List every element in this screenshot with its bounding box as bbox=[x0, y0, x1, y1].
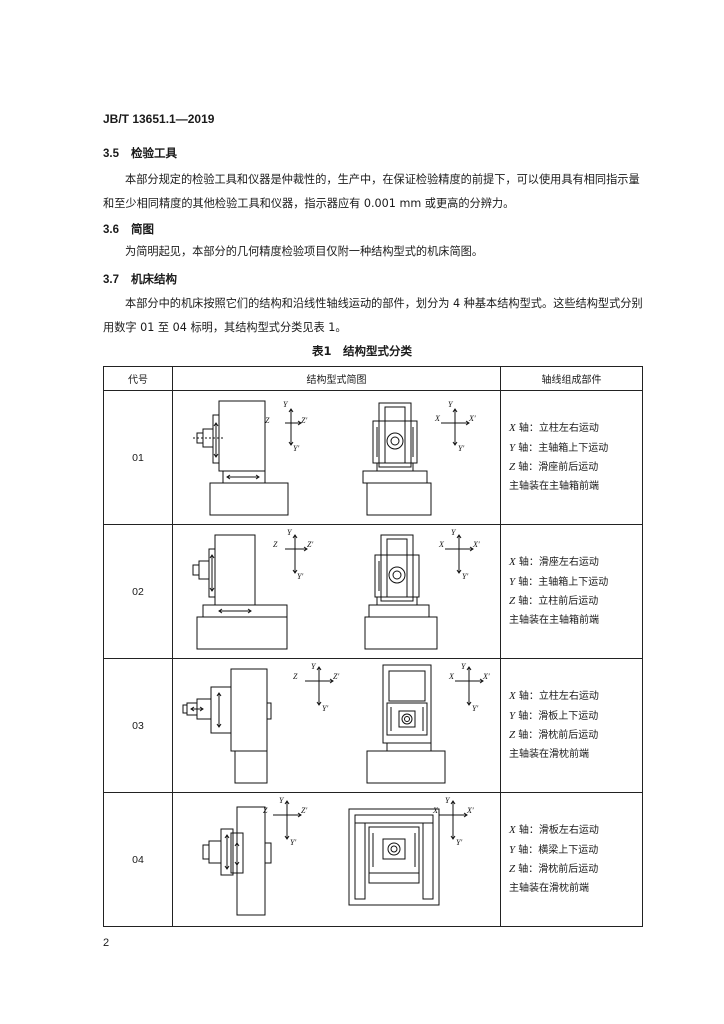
section-number: 3.5 bbox=[103, 148, 119, 160]
table-header-row: 代号 结构型式简图 轴线组成部件 bbox=[103, 366, 643, 391]
structure-type-table: 代号 结构型式简图 轴线组成部件 01 bbox=[103, 366, 643, 927]
section-heading-3-6: 3.6 简图 bbox=[103, 221, 154, 237]
axis-label-z: Z bbox=[265, 416, 270, 425]
desc-line: 主轴装在滑枕前端 bbox=[509, 882, 589, 894]
table-caption: 表1 结构型式分类 bbox=[311, 344, 412, 358]
diagram-02-svg: Z Z′ Y Y′ X X′ Y Y′ bbox=[192, 528, 480, 650]
page-number: 2 bbox=[103, 937, 110, 949]
desc-line: Y 轴：主轴箱上下运动 bbox=[509, 575, 609, 588]
table-row: 03 Z Z′ Y Y′ bbox=[103, 658, 643, 793]
desc-line: Z 轴：滑枕前后运动 bbox=[509, 729, 599, 741]
row-code: 03 bbox=[103, 658, 173, 793]
axis-components: X 轴：滑板左右运动 Y 轴：横梁上下运动 Z 轴：滑枕前后运动 主轴装在滑枕前… bbox=[500, 792, 643, 927]
axis-label-y-prime: Y′ bbox=[462, 572, 468, 581]
axis-label-x-prime: X′ bbox=[468, 414, 476, 423]
diagram-04-svg: Z Z′ Y Y′ X X′ Y Y′ bbox=[202, 796, 474, 916]
desc-line: Z 轴：立柱前后运动 bbox=[509, 595, 599, 607]
axis-components: X 轴：立柱左右运动 Y 轴：主轴箱上下运动 Z 轴：滑座前后运动 主轴装在主轴… bbox=[500, 390, 643, 525]
section-title: 机床结构 bbox=[131, 272, 177, 286]
desc-line: Y 轴：主轴箱上下运动 bbox=[509, 441, 609, 454]
axis-components: X 轴：滑座左右运动 Y 轴：主轴箱上下运动 Z 轴：立柱前后运动 主轴装在主轴… bbox=[500, 524, 643, 659]
row-code: 01 bbox=[103, 390, 173, 525]
desc-line: X 轴：立柱左右运动 bbox=[509, 422, 599, 434]
section-paragraph: 为简明起见，本部分的几何精度检验项目仅附一种结构型式的机床简图。 bbox=[125, 245, 484, 258]
axis-label-y: Y bbox=[461, 662, 467, 671]
axis-label-y: Y bbox=[311, 662, 317, 671]
section-heading-3-7: 3.7 机床结构 bbox=[103, 271, 177, 287]
desc-line: Z 轴：滑枕前后运动 bbox=[509, 863, 599, 875]
table-row: 04 Z Z′ Y Y′ bbox=[103, 792, 643, 927]
axis-label-y-prime: Y′ bbox=[458, 444, 464, 453]
axis-label-y-prime: Y′ bbox=[472, 704, 478, 713]
axis-label-z-prime: Z′ bbox=[301, 806, 307, 815]
section-heading-3-5: 3.5 检验工具 bbox=[103, 145, 177, 161]
axis-label-y-prime: Y′ bbox=[297, 572, 303, 581]
structure-diagram: Z Z′ Y Y′ X X′ Y bbox=[172, 390, 501, 525]
axis-label-y: Y bbox=[283, 400, 289, 409]
axis-label-y: Y bbox=[451, 528, 457, 537]
row-code: 02 bbox=[103, 524, 173, 659]
table-row: 02 Z Z′ Y Y′ bbox=[103, 524, 643, 659]
section-title: 简图 bbox=[131, 222, 154, 236]
axis-label-x-prime: X′ bbox=[482, 672, 490, 681]
desc-line: X 轴：滑板左右运动 bbox=[509, 824, 599, 836]
axis-label-z-prime: Z′ bbox=[301, 416, 307, 425]
desc-line: 主轴装在主轴箱前端 bbox=[509, 614, 599, 626]
axis-label-y: Y bbox=[279, 796, 285, 805]
section-title: 检验工具 bbox=[131, 146, 177, 160]
section-paragraph: 本部分规定的检验工具和仪器是仲裁性的，生产中，在保证检验精度的前提下，可以使用具… bbox=[103, 173, 640, 210]
structure-diagram: Z Z′ Y Y′ X X′ Y Y′ bbox=[172, 658, 501, 793]
desc-line: Y 轴：横梁上下运动 bbox=[509, 843, 599, 856]
axis-label-z: Z bbox=[273, 540, 278, 549]
axis-label-z-prime: Z′ bbox=[333, 672, 339, 681]
header-components: 轴线组成部件 bbox=[500, 366, 643, 391]
section-number: 3.7 bbox=[103, 274, 119, 286]
structure-diagram: Z Z′ Y Y′ X X′ Y Y′ bbox=[172, 524, 501, 659]
axis-label-x: X bbox=[438, 540, 445, 549]
axis-label-y-prime: Y′ bbox=[322, 704, 328, 713]
axis-label-z: Z bbox=[263, 806, 268, 815]
axis-label-x-prime: X′ bbox=[466, 806, 474, 815]
axis-label-x: X bbox=[434, 414, 441, 423]
header-diagram: 结构型式简图 bbox=[172, 366, 501, 391]
row-code: 04 bbox=[103, 792, 173, 927]
section-paragraph: 本部分中的机床按照它们的结构和沿线性轴线运动的部件，划分为 4 种基本结构型式。… bbox=[103, 297, 643, 334]
axis-label-y-prime: Y′ bbox=[293, 444, 299, 453]
diagram-03-svg: Z Z′ Y Y′ X X′ Y Y′ bbox=[182, 662, 490, 784]
desc-line: X 轴：立柱左右运动 bbox=[509, 690, 599, 702]
standard-number: JB/T 13651.1—2019 bbox=[103, 112, 215, 126]
axis-label-z-prime: Z′ bbox=[307, 540, 313, 549]
desc-line: Y 轴：滑板上下运动 bbox=[509, 709, 599, 722]
axis-label-y: Y bbox=[448, 400, 454, 409]
section-number: 3.6 bbox=[103, 224, 119, 236]
axis-label-z: Z bbox=[293, 672, 298, 681]
desc-line: 主轴装在主轴箱前端 bbox=[509, 480, 599, 492]
diagram-01-svg: Z Z′ Y Y′ X X′ Y bbox=[193, 400, 476, 516]
axis-label-y: Y bbox=[445, 796, 451, 805]
axis-label-x-prime: X′ bbox=[472, 540, 480, 549]
table-row: 01 Z Z′ Y Y′ bbox=[103, 390, 643, 525]
axis-label-y-prime: Y′ bbox=[290, 838, 296, 847]
axis-label-x: X bbox=[448, 672, 455, 681]
header-code: 代号 bbox=[103, 366, 173, 391]
desc-line: 主轴装在滑枕前端 bbox=[509, 748, 589, 760]
axis-label-y-prime: Y′ bbox=[456, 838, 462, 847]
desc-line: Z 轴：滑座前后运动 bbox=[509, 461, 599, 473]
axis-label-x: X bbox=[432, 806, 439, 815]
axis-components: X 轴：立柱左右运动 Y 轴：滑板上下运动 Z 轴：滑枕前后运动 主轴装在滑枕前… bbox=[500, 658, 643, 793]
axis-label-y: Y bbox=[287, 528, 293, 537]
desc-line: X 轴：滑座左右运动 bbox=[509, 556, 599, 568]
structure-diagram: Z Z′ Y Y′ X X′ Y Y′ bbox=[172, 792, 501, 927]
